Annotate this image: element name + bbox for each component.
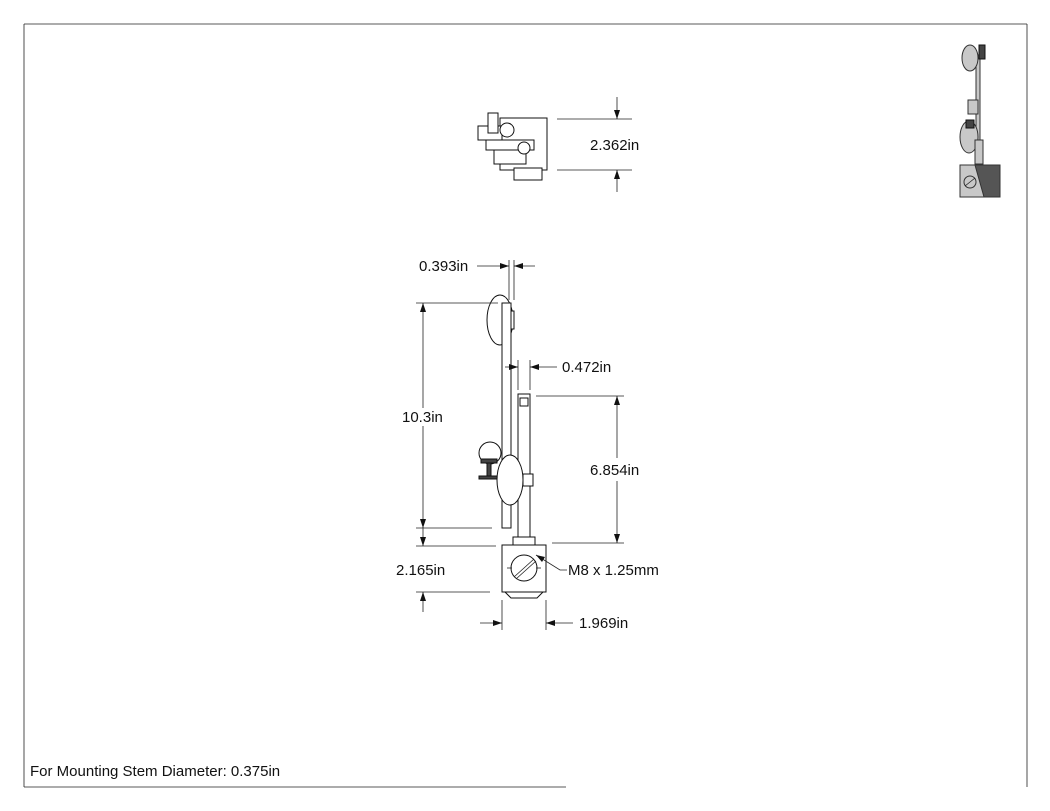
dim-post-height: 6.854in [536,395,639,544]
dim-label-overall-height: 10.3in [402,409,443,426]
dim-label-base-width: 1.969in [579,615,628,632]
dim-base-height: 2.165in [396,526,496,612]
dim-label-post-height: 6.854in [590,462,639,479]
dim-label-stem-width: 0.393in [419,258,468,275]
callout-thread: M8 x 1.25mm [535,554,659,579]
dim-overall-height: 10.3in [402,302,498,529]
isometric-thumbnail [959,44,1001,198]
dim-label-top-view-height: 2.362in [590,137,639,154]
dim-label-base-height: 2.165in [396,562,445,579]
note-mounting-stem-diameter: For Mounting Stem Diameter: 0.375in [30,763,280,780]
top-view [477,112,548,181]
front-view [478,294,547,599]
dim-base-width: 1.969in [480,600,628,632]
dim-top-view-height: 2.362in [557,97,639,192]
sheet-border [23,23,1028,788]
dim-label-rod-width: 0.472in [562,359,611,376]
dim-rod-width: 0.472in [505,359,611,390]
label-thread: M8 x 1.25mm [568,562,659,579]
dim-stem-width: 0.393in [419,258,535,300]
